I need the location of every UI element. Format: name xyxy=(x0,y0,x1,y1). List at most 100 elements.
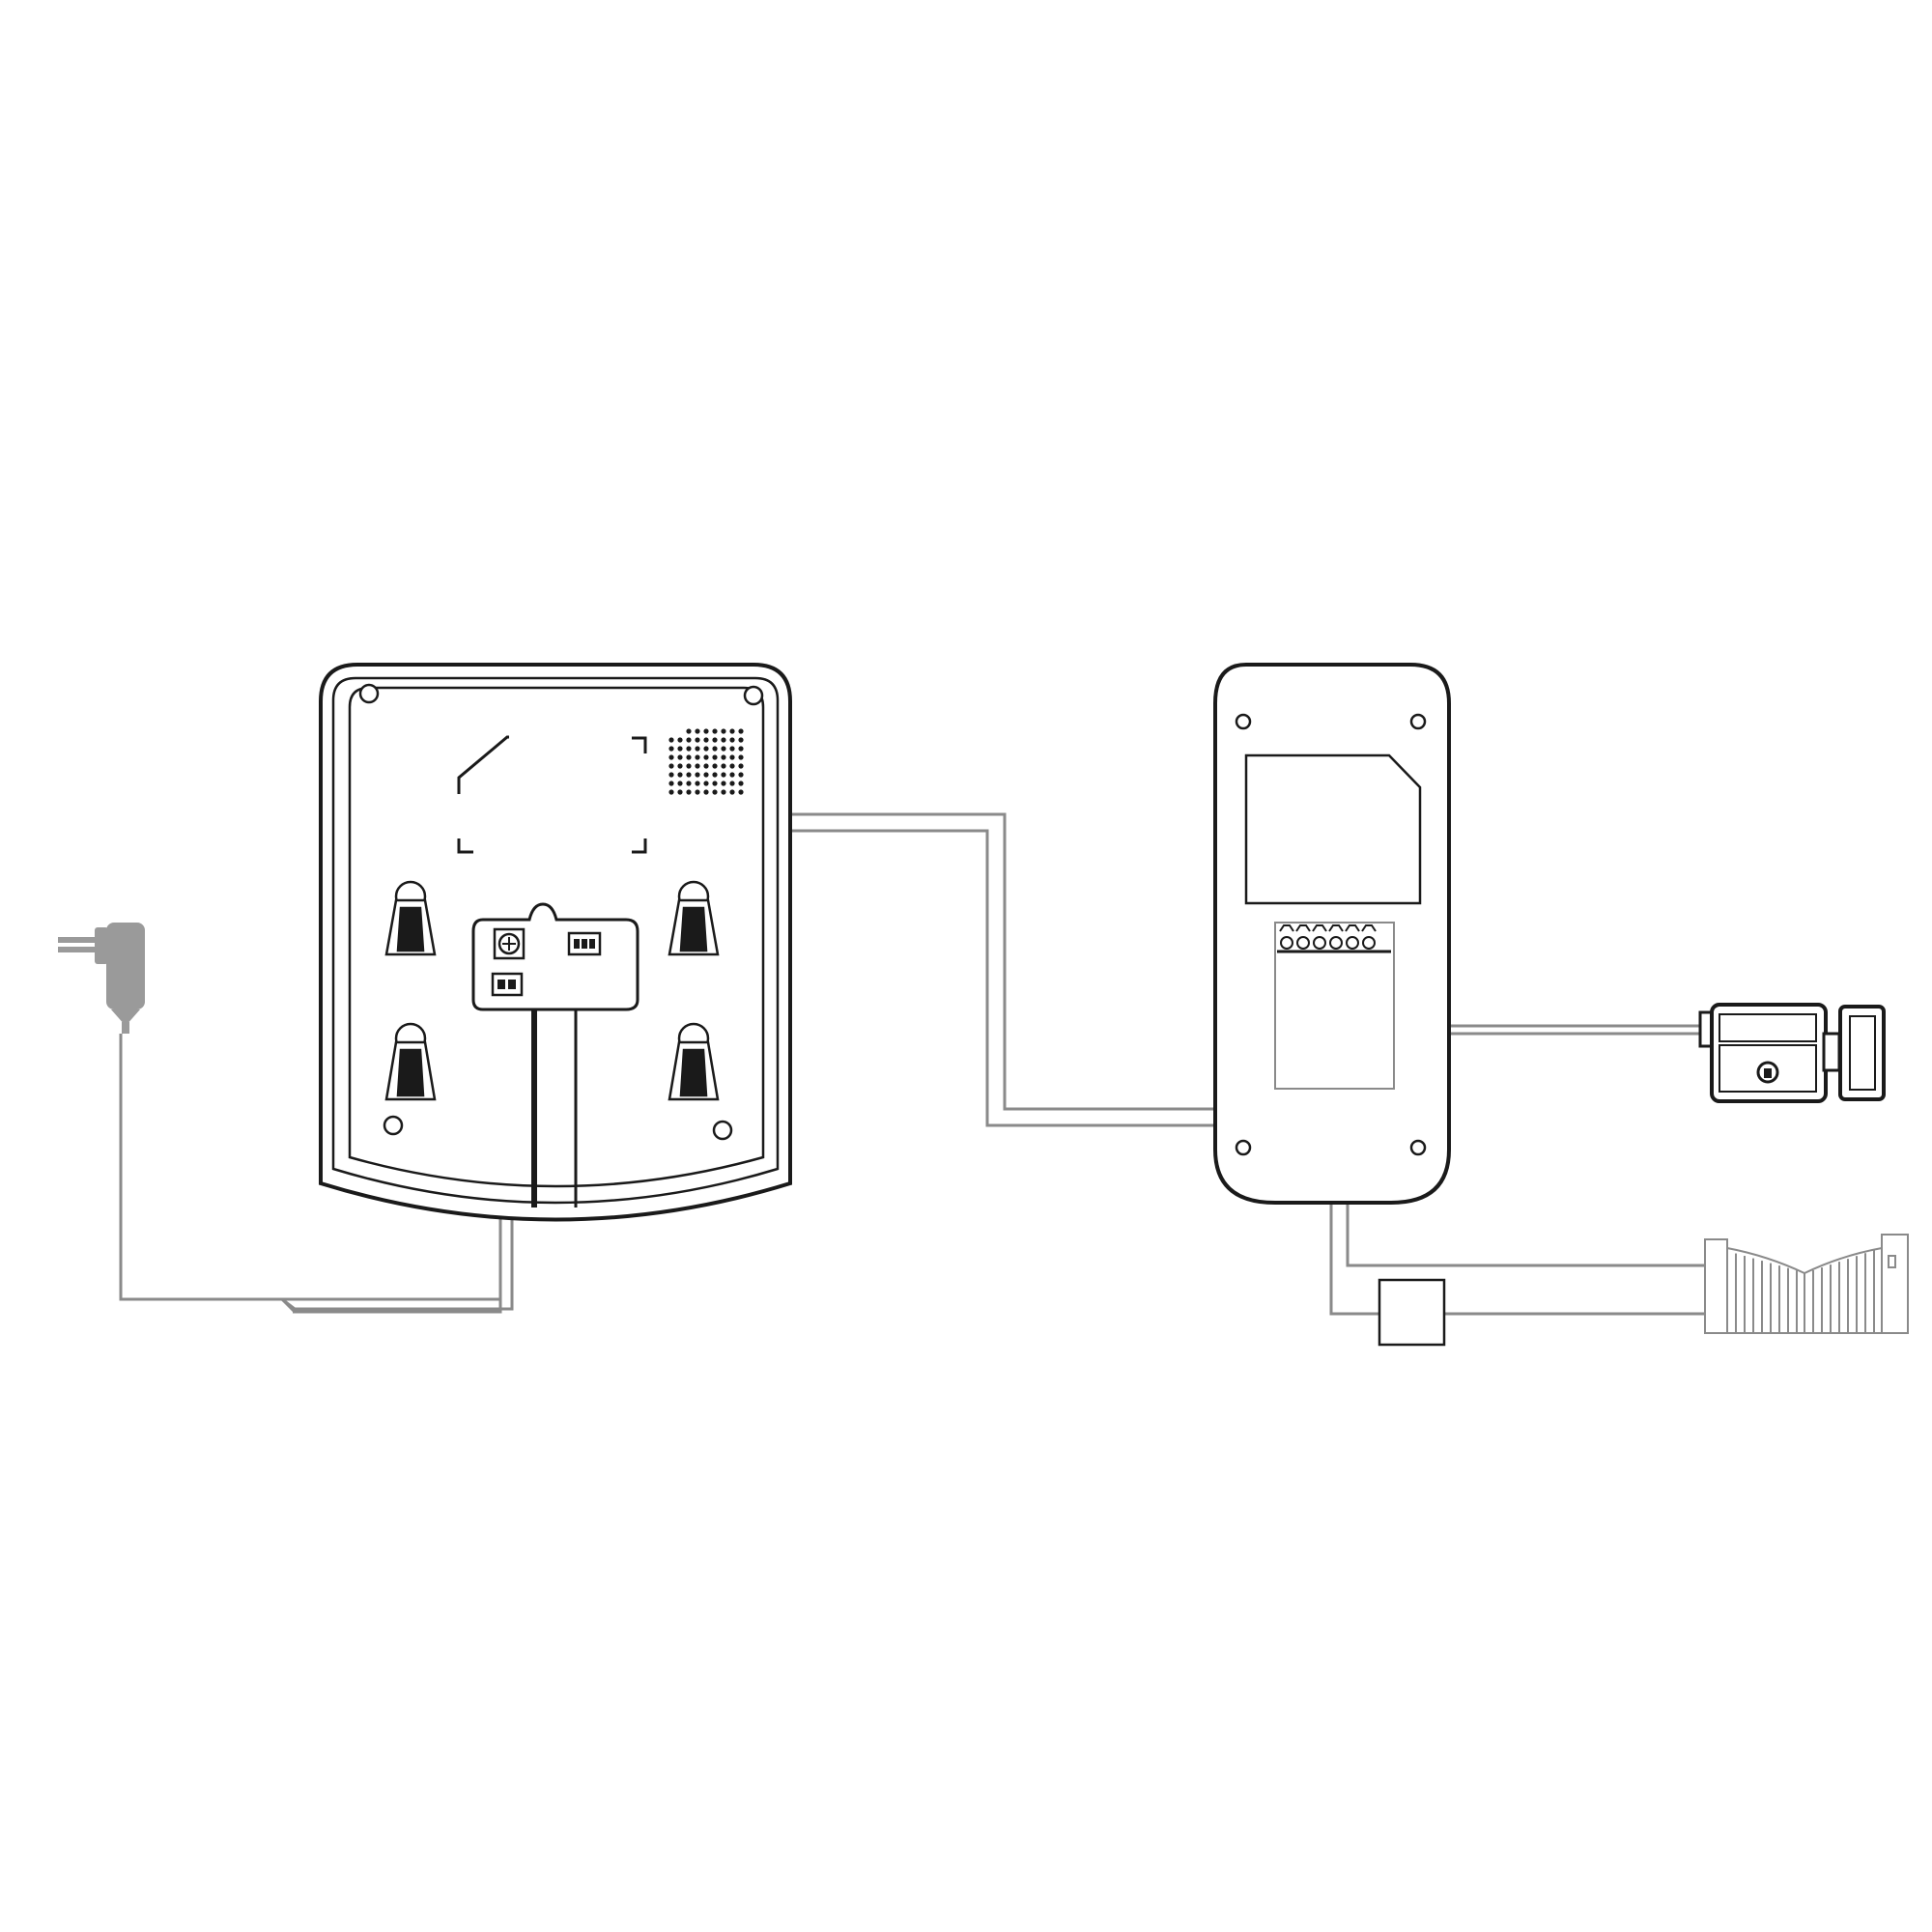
grille-dot xyxy=(686,772,692,778)
grille-dot xyxy=(677,781,683,786)
terminal-notch xyxy=(1328,924,1344,932)
grille-dot xyxy=(703,754,709,760)
grille-dot xyxy=(695,728,700,734)
grille-dot xyxy=(695,781,700,786)
grille-dot xyxy=(721,763,726,769)
panel-screw-tr xyxy=(1409,713,1427,730)
grille-dot xyxy=(686,781,692,786)
grille-dot xyxy=(729,789,735,795)
terminal-notch xyxy=(1312,924,1327,932)
grille-dot xyxy=(738,789,744,795)
rim-lock-icon xyxy=(1698,1003,1886,1103)
grille-dot xyxy=(677,789,683,795)
grille-dot xyxy=(695,754,700,760)
grille-dot xyxy=(712,754,718,760)
grille-dot xyxy=(721,754,726,760)
grille-dot xyxy=(712,728,718,734)
camera-window xyxy=(1244,753,1422,905)
sliding-gate xyxy=(1704,1234,1909,1334)
electric-lock xyxy=(1698,1003,1886,1103)
screw-hole-tl xyxy=(358,683,380,704)
grille-dot xyxy=(738,772,744,778)
grille-dot xyxy=(721,789,726,795)
grille-dot xyxy=(695,746,700,752)
grille-dot xyxy=(668,763,674,769)
grille-dot xyxy=(668,781,674,786)
terminal-screw xyxy=(1313,936,1326,950)
grille-dot xyxy=(738,728,744,734)
terminal-screw xyxy=(1346,936,1359,950)
terminal-notch xyxy=(1361,924,1377,932)
screw-hole-br xyxy=(712,1120,733,1141)
power-in-socket xyxy=(491,972,524,997)
terminal-screw xyxy=(1280,936,1293,950)
power-adapter xyxy=(58,923,145,1034)
grille-dot xyxy=(738,746,744,752)
terminal-notch xyxy=(1345,924,1360,932)
hook-br xyxy=(668,1022,720,1101)
panel-screw-br xyxy=(1409,1139,1427,1156)
grille-dot xyxy=(677,754,683,760)
grille-dot xyxy=(721,728,726,734)
terminal-block-frame xyxy=(1274,922,1395,1090)
grille-dot xyxy=(712,781,718,786)
grille-dot xyxy=(686,728,692,734)
grille-dot xyxy=(721,746,726,752)
grille-dot xyxy=(721,737,726,743)
gate-post-right xyxy=(1881,1234,1909,1334)
plug-adapter-icon xyxy=(58,923,145,1034)
door-station-icon xyxy=(1213,663,1451,1205)
gate-motor-box xyxy=(1378,1278,1446,1347)
grille-dot xyxy=(738,781,744,786)
grille-dot xyxy=(703,789,709,795)
grille-dot xyxy=(668,754,674,760)
grille-dot xyxy=(703,737,709,743)
grille-dot xyxy=(668,772,674,778)
grille-dot xyxy=(686,746,692,752)
grille-dot xyxy=(703,763,709,769)
indoor-monitor xyxy=(319,663,792,1222)
grille-dot xyxy=(686,737,692,743)
grille-dot xyxy=(695,763,700,769)
wire-power-2 xyxy=(119,1034,297,1314)
grille-dot xyxy=(686,789,692,795)
grille-dot xyxy=(668,737,674,743)
relay-box-icon xyxy=(1378,1278,1446,1347)
gate-leaf-left xyxy=(1726,1246,1805,1334)
grille-dot xyxy=(721,772,726,778)
gate-latch xyxy=(1888,1255,1896,1268)
grille-dot xyxy=(695,789,700,795)
terminal-screw xyxy=(1362,936,1376,950)
grille-dot xyxy=(668,789,674,795)
grille-dot xyxy=(712,789,718,795)
panel-screw-tl xyxy=(1235,713,1252,730)
hook-tr xyxy=(668,880,720,956)
grille-dot xyxy=(677,746,683,752)
grille-dot xyxy=(712,763,718,769)
terminal-notch xyxy=(1295,924,1311,932)
grille-dot xyxy=(729,728,735,734)
gate-icon xyxy=(1704,1234,1909,1334)
connector-plate xyxy=(471,902,639,1011)
grille-dot xyxy=(686,754,692,760)
wall-hooks xyxy=(384,880,720,1101)
grille-dot xyxy=(729,737,735,743)
terminal-screw xyxy=(1329,936,1343,950)
grille-dot xyxy=(677,772,683,778)
outdoor-panel xyxy=(1213,663,1451,1205)
grille-dot xyxy=(686,763,692,769)
grille-dot xyxy=(703,781,709,786)
grille-dot xyxy=(738,763,744,769)
gate-post-left xyxy=(1704,1238,1728,1334)
grille-dot xyxy=(738,754,744,760)
hook-bl xyxy=(384,1022,437,1101)
screw-hole-tr xyxy=(743,685,764,706)
grille-dot xyxy=(729,781,735,786)
grille-dot xyxy=(677,763,683,769)
grille-dot xyxy=(695,772,700,778)
speaker-grille xyxy=(668,728,744,795)
grille-dot xyxy=(729,754,735,760)
terminal-block xyxy=(1277,924,1391,953)
